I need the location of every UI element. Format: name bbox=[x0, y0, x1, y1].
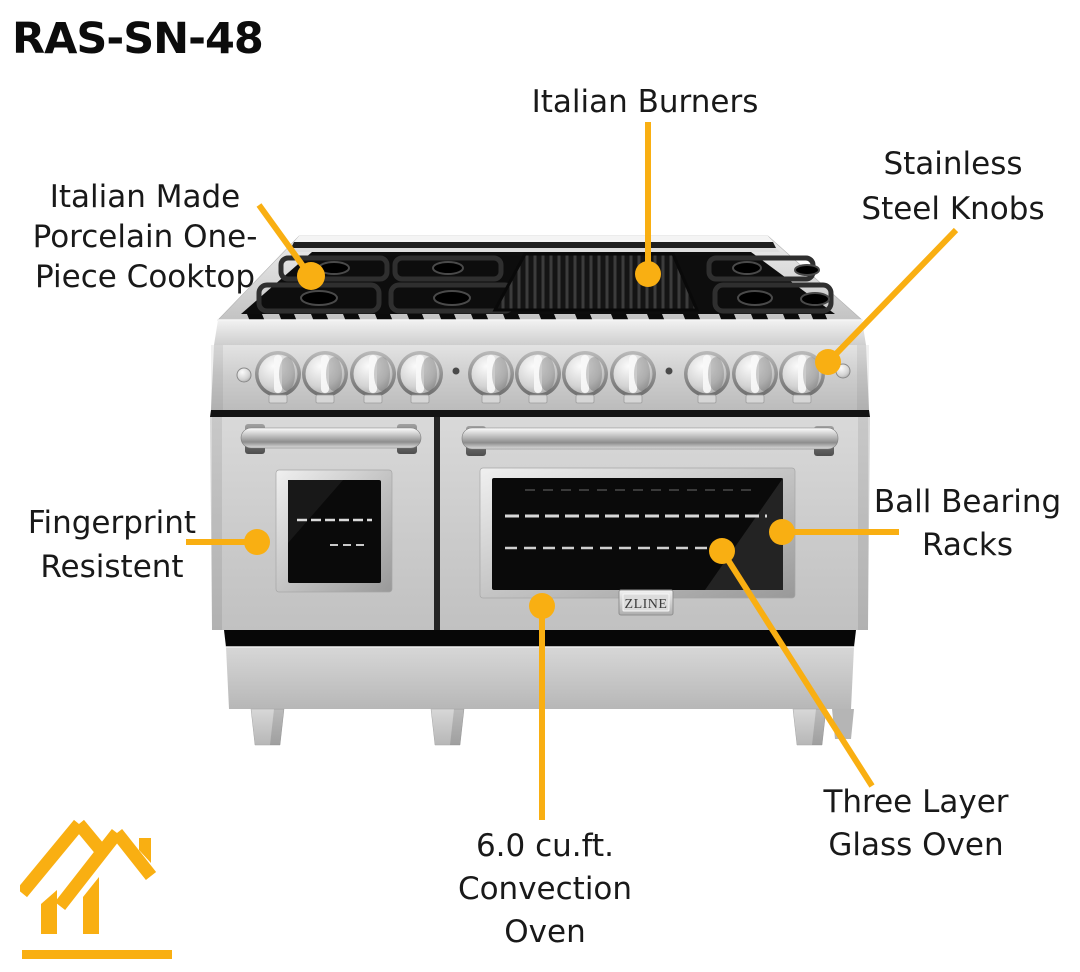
control-knob bbox=[732, 351, 778, 397]
page-title: RAS-SN-48 bbox=[12, 14, 264, 64]
range-legs bbox=[250, 708, 854, 746]
label-fingerprint-resistant: Fingerprint Resistent bbox=[27, 505, 197, 585]
logo-left-roof-slope bbox=[20, 819, 85, 898]
control-knob bbox=[562, 351, 608, 397]
control-knob bbox=[397, 351, 443, 397]
left-oven-handle bbox=[240, 424, 422, 454]
label-three-layer-glass-oven: Three Layer Glass Oven bbox=[823, 784, 1009, 863]
indicator-light bbox=[452, 367, 460, 375]
control-knob bbox=[779, 351, 825, 397]
logo-right-roof-slope bbox=[54, 828, 123, 911]
door-divider bbox=[434, 417, 440, 630]
control-knob bbox=[302, 351, 348, 397]
kick-panel bbox=[226, 646, 854, 709]
right-burners bbox=[732, 261, 830, 306]
left-oven-window bbox=[275, 469, 393, 593]
right-oven-handle bbox=[461, 426, 839, 456]
control-knob bbox=[468, 351, 514, 397]
left-burners bbox=[300, 261, 471, 306]
control-knob bbox=[350, 351, 396, 397]
backguard-slot bbox=[291, 242, 776, 248]
control-knob bbox=[610, 351, 656, 397]
range-illustration: ZLINE bbox=[210, 235, 870, 746]
control-knob bbox=[255, 351, 301, 397]
control-panel bbox=[211, 345, 869, 410]
panel-seam bbox=[210, 410, 870, 417]
label-ball-bearing-racks: Ball Bearing Racks bbox=[873, 484, 1062, 563]
logo-post bbox=[41, 890, 57, 934]
brand-badge-text: ZLINE bbox=[625, 597, 668, 612]
house-roofline-logo bbox=[20, 819, 172, 959]
label-stainless-steel-knobs: Stainless Steel Knobs bbox=[861, 146, 1045, 227]
range-leg bbox=[792, 708, 827, 746]
label-porcelain-cooktop: Italian Made Porcelain One- Piece Cookto… bbox=[32, 179, 258, 295]
logo-right-roof-slope bbox=[111, 828, 157, 881]
oven-doors: ZLINE bbox=[210, 417, 870, 630]
right-oven-window bbox=[479, 467, 796, 599]
logo-chimney bbox=[139, 838, 151, 863]
oven-light-button bbox=[236, 367, 252, 383]
logo-post bbox=[83, 877, 99, 934]
grill-grate bbox=[492, 252, 700, 312]
logo-underline bbox=[22, 950, 172, 959]
cooktop-section bbox=[214, 235, 866, 345]
oven-light-button bbox=[835, 363, 851, 379]
control-knob bbox=[684, 351, 730, 397]
burner-label-tabs bbox=[268, 394, 812, 404]
front-rail bbox=[214, 320, 866, 345]
control-knob bbox=[515, 351, 561, 397]
range-leg bbox=[832, 709, 854, 739]
label-convection-oven: 6.0 cu.ft. Convection Oven bbox=[457, 828, 633, 950]
label-italian-burners: Italian Burners bbox=[531, 84, 759, 120]
range-leg bbox=[430, 708, 465, 746]
brand-badge: ZLINE bbox=[618, 589, 674, 616]
drawer-gap bbox=[224, 630, 856, 647]
control-knobs bbox=[255, 351, 825, 397]
backguard-lip bbox=[294, 236, 773, 242]
indicator-light bbox=[665, 367, 673, 375]
range-leg bbox=[250, 708, 285, 746]
